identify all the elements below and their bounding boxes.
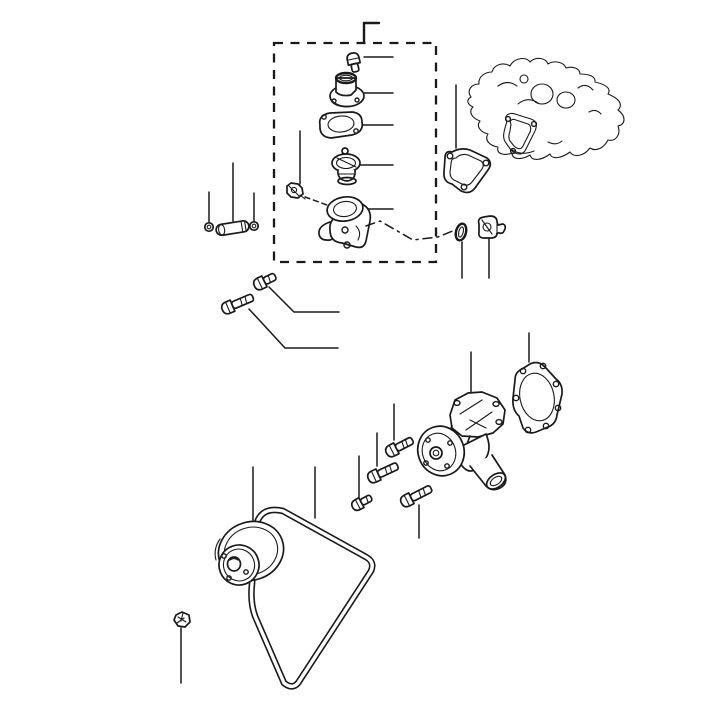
kit-boundary-box: [272, 41, 438, 264]
thermostat[interactable]: [331, 147, 361, 186]
water-pump[interactable]: [411, 391, 508, 492]
housing-gasket[interactable]: [443, 148, 492, 194]
washer-left[interactable]: [203, 221, 215, 233]
leader-line: [268, 286, 340, 313]
leader-line: [248, 308, 339, 349]
water-outlet-cap[interactable]: [329, 71, 365, 108]
assembly-dash-line: [304, 196, 328, 206]
housing-bolt-a[interactable]: [252, 271, 278, 292]
assembly-dashdot-line: [365, 220, 456, 241]
housing-bolt-b[interactable]: [220, 292, 255, 316]
pump-bolt-c[interactable]: [384, 435, 415, 459]
water-pump-gasket[interactable]: [512, 361, 563, 434]
pump-bolt-e[interactable]: [350, 493, 374, 513]
pump-bolt-f[interactable]: [399, 483, 434, 509]
washer-right[interactable]: [248, 220, 260, 232]
connector-mark: [362, 21, 381, 45]
pump-bolt-d[interactable]: [366, 460, 400, 484]
water-outlet-elbow[interactable]: [318, 195, 372, 249]
pulley[interactable]: [210, 512, 292, 590]
temp-sensor[interactable]: [286, 182, 306, 200]
stud[interactable]: [215, 220, 250, 237]
pulley-bolt[interactable]: [173, 611, 191, 628]
outlet-gasket[interactable]: [318, 111, 364, 139]
engine-block: [467, 57, 625, 160]
thermo-switch[interactable]: [477, 215, 507, 239]
outlet-cap-bolt[interactable]: [346, 52, 362, 73]
o-ring[interactable]: [454, 222, 468, 242]
